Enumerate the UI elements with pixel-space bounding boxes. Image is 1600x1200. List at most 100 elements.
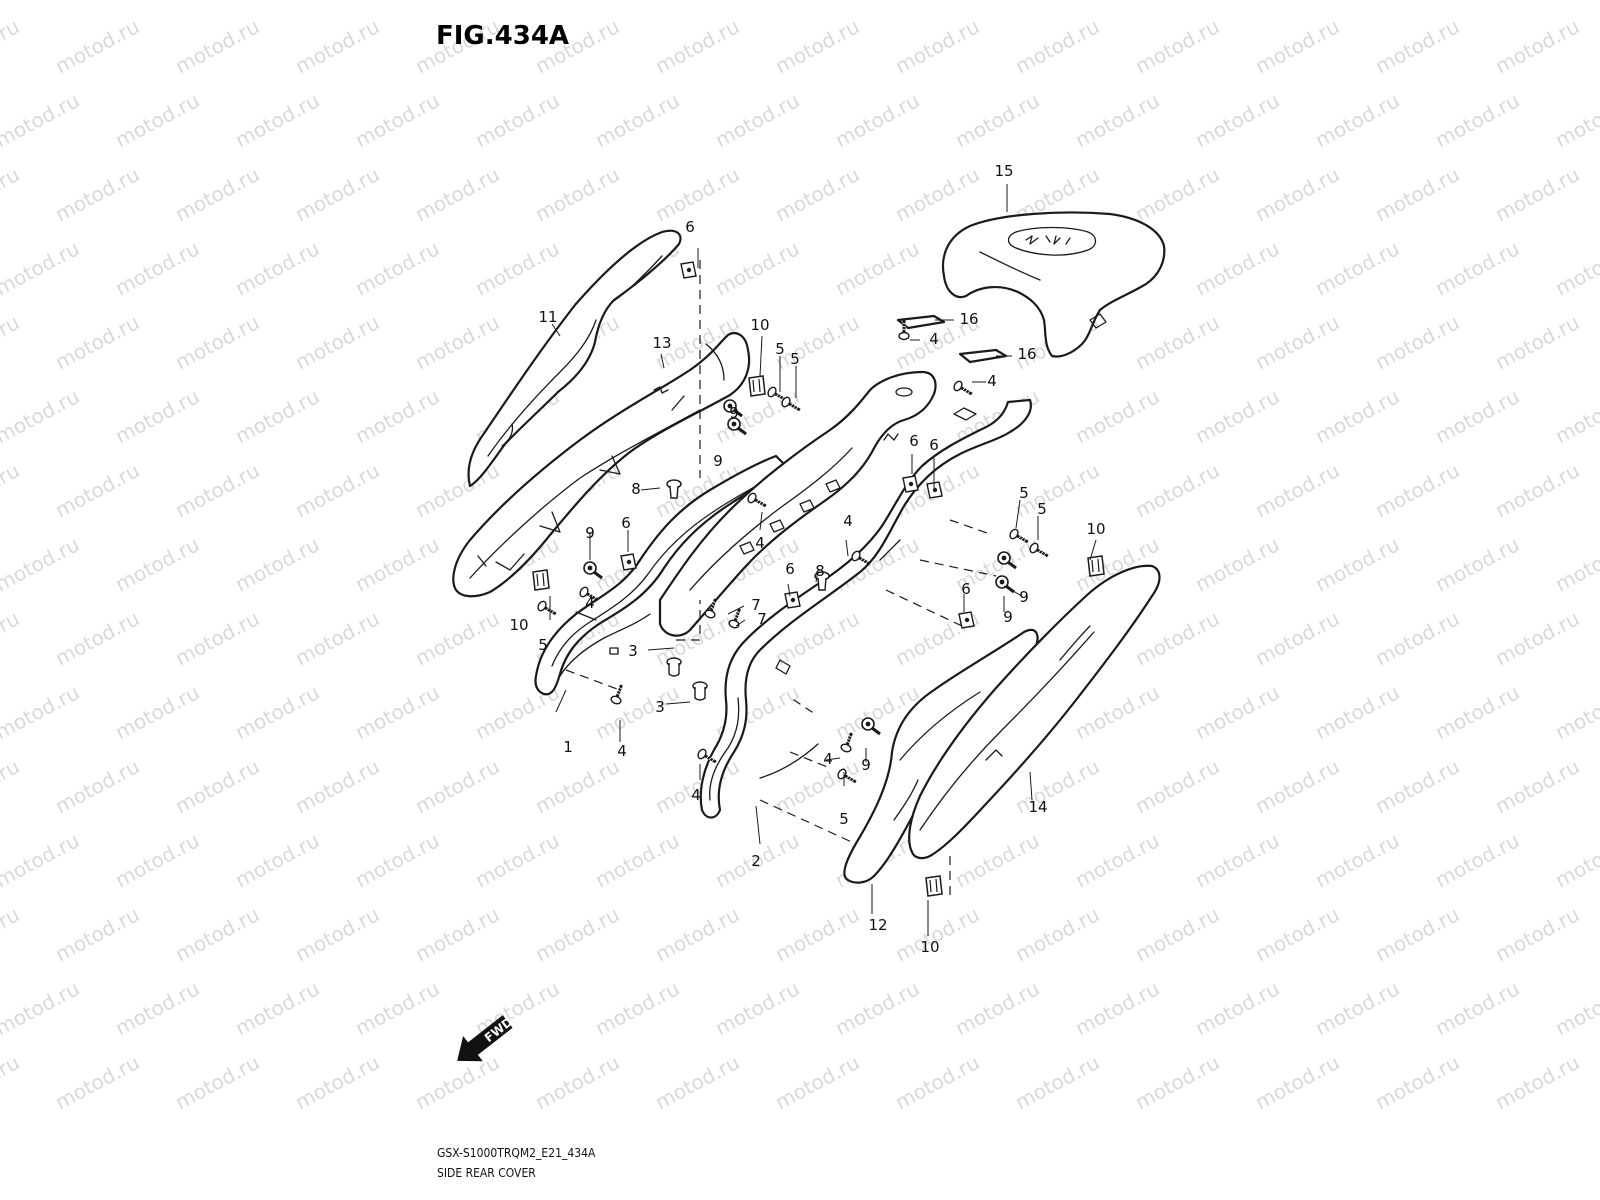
screw-icon[interactable] — [850, 550, 872, 568]
bolt-icon[interactable] — [997, 551, 1017, 570]
screw-icon[interactable] — [578, 586, 600, 604]
callout-4[interactable]: 4 — [617, 742, 627, 760]
callout-9[interactable]: 9 — [713, 452, 723, 470]
callout-16[interactable]: 16 — [959, 310, 978, 328]
watermark-text: motod.ru — [1311, 88, 1403, 152]
watermark-text: motod.ru — [351, 532, 443, 596]
callout-5[interactable]: 5 — [1019, 484, 1029, 502]
screw-icon[interactable] — [898, 320, 910, 341]
bolt-icon[interactable] — [727, 417, 747, 436]
clip-retainer-icon[interactable] — [1087, 555, 1105, 577]
fasteners-layer — [532, 261, 1105, 897]
callout-4[interactable]: 4 — [843, 512, 853, 530]
callout-4[interactable]: 4 — [929, 330, 939, 348]
clip-retainer-icon[interactable] — [748, 375, 766, 397]
push-rivet-icon[interactable] — [666, 479, 682, 499]
bolt-icon[interactable] — [583, 561, 603, 580]
callout-4[interactable]: 4 — [823, 750, 833, 768]
callout-6[interactable]: 6 — [685, 218, 695, 236]
callout-9[interactable]: 9 — [1019, 588, 1029, 606]
bolt-icon[interactable] — [861, 717, 881, 736]
watermark-text: motod.ru — [1131, 902, 1223, 966]
screw-icon[interactable] — [952, 380, 974, 398]
part-15-rear-tail-cover[interactable] — [942, 211, 1166, 358]
clip-nut-icon[interactable] — [620, 553, 637, 571]
callout-13[interactable]: 13 — [652, 334, 671, 352]
callout-5[interactable]: 5 — [839, 810, 849, 828]
callout-5[interactable]: 5 — [1037, 500, 1047, 518]
callout-3[interactable]: 3 — [628, 642, 638, 660]
part-12-side-cover-lower-right[interactable] — [843, 628, 1039, 884]
callout-8[interactable]: 8 — [631, 480, 641, 498]
callout-4[interactable]: 4 — [987, 372, 997, 390]
push-rivet-icon[interactable] — [814, 571, 830, 591]
clip-nut-icon[interactable] — [784, 591, 801, 609]
callout-8[interactable]: 8 — [815, 562, 825, 580]
screw-icon[interactable] — [610, 683, 626, 705]
callout-5[interactable]: 5 — [538, 636, 548, 654]
watermark-text: motod.ru — [1371, 14, 1463, 78]
part-11-side-cover-upper-left[interactable] — [467, 229, 682, 488]
screw-icon[interactable] — [536, 600, 558, 618]
callout-4[interactable]: 4 — [585, 594, 595, 612]
callout-6[interactable]: 6 — [909, 432, 919, 450]
callout-9[interactable]: 9 — [585, 524, 595, 542]
screw-icon[interactable] — [704, 597, 720, 619]
callout-6[interactable]: 6 — [961, 580, 971, 598]
clip-retainer-icon[interactable] — [532, 569, 550, 591]
callout-6[interactable]: 6 — [929, 436, 939, 454]
watermark-text: motod.ru — [1431, 976, 1523, 1040]
clip-nut-icon[interactable] — [680, 261, 697, 279]
screw-icon[interactable] — [1028, 542, 1050, 560]
callout-5[interactable]: 5 — [790, 350, 800, 368]
screw-icon[interactable] — [696, 748, 718, 766]
callout-10[interactable]: 10 — [509, 616, 528, 634]
clip-nut-icon[interactable] — [926, 481, 943, 499]
callout-14[interactable]: 14 — [1028, 798, 1047, 816]
callout-11[interactable]: 11 — [538, 308, 557, 326]
clip-retainer-icon[interactable] — [925, 875, 943, 897]
callout-9[interactable]: 9 — [861, 756, 871, 774]
grommet-icon[interactable] — [666, 657, 682, 677]
screw-icon[interactable] — [746, 492, 768, 510]
callout-7[interactable]: 7 — [751, 596, 761, 614]
callout-1[interactable]: 1 — [563, 738, 573, 756]
callout-12[interactable]: 12 — [868, 916, 887, 934]
callout-2[interactable]: 2 — [751, 852, 761, 870]
screw-icon[interactable] — [840, 731, 856, 753]
callout-5[interactable]: 5 — [775, 340, 785, 358]
callout-4[interactable]: 4 — [755, 534, 765, 552]
screw-icon[interactable] — [780, 396, 802, 414]
callout-10[interactable]: 10 — [750, 316, 769, 334]
part-2-undertray-bracket[interactable] — [699, 398, 1032, 819]
grommet-icon[interactable] — [692, 681, 708, 701]
screw-icon[interactable] — [766, 386, 788, 404]
callout-16[interactable]: 16 — [1017, 345, 1036, 363]
watermark-text: motod.ru — [1551, 828, 1600, 892]
callout-15[interactable]: 15 — [994, 162, 1013, 180]
callout-4[interactable]: 4 — [691, 786, 701, 804]
bolt-icon[interactable] — [723, 399, 743, 418]
screw-icon[interactable] — [1008, 528, 1030, 546]
watermark-text: motod.ru — [1371, 902, 1463, 966]
watermark-text: motod.ru — [1431, 88, 1523, 152]
callout-9[interactable]: 9 — [729, 404, 739, 422]
callout-10[interactable]: 10 — [1086, 520, 1105, 538]
callout-6[interactable]: 6 — [785, 560, 795, 578]
callout-10[interactable]: 10 — [920, 938, 939, 956]
watermark-layer: motod.ru motod.ru motod.ru motod.ru motod.ru… — [0, 0, 1600, 1114]
callout-3[interactable]: 3 — [655, 698, 665, 716]
watermark-text: motod.ru — [1551, 384, 1600, 448]
screw-icon[interactable] — [836, 768, 858, 786]
callout-9[interactable]: 9 — [1003, 608, 1013, 626]
watermark-text: motod.ru — [0, 902, 23, 966]
clip-nut-icon[interactable] — [902, 475, 919, 493]
callout-7[interactable]: 7 — [757, 610, 767, 628]
part-13-seat-side-panel[interactable] — [452, 332, 751, 598]
watermark-text: motod.ru — [1551, 680, 1600, 744]
clip-nut-icon[interactable] — [958, 611, 975, 629]
callout-6[interactable]: 6 — [621, 514, 631, 532]
watermark-text: motod.ru — [1431, 828, 1523, 892]
part-14-side-panel-right[interactable] — [908, 564, 1161, 860]
watermark-text: motod.ru — [1311, 0, 1403, 4]
